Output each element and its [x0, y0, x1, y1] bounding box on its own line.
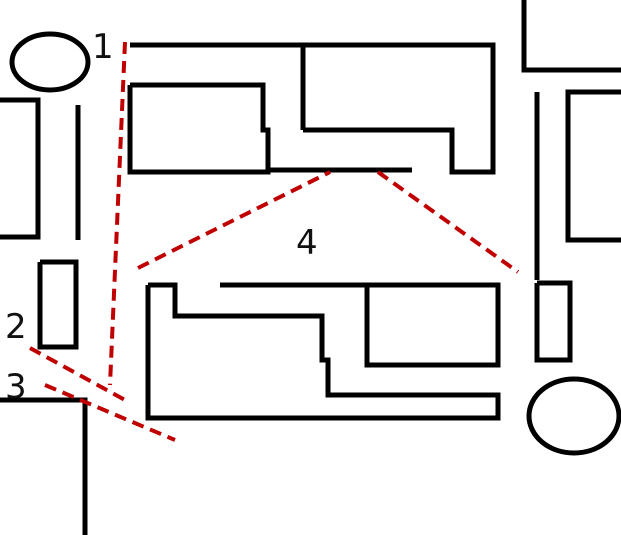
bottom-block-right: [220, 282, 501, 368]
dashed-line-1: [108, 41, 127, 386]
dashed-line-4b: [376, 170, 520, 274]
label-1: 1: [92, 27, 114, 67]
dashed-line-3: [44, 383, 176, 442]
bottom-right-ellipse: [526, 376, 621, 456]
bottom-left-rect: [0, 397, 88, 535]
label-4: 4: [296, 223, 318, 263]
left-small-rect: [37, 259, 79, 350]
label-3: 3: [5, 367, 27, 407]
right-small-rect: [534, 280, 573, 363]
top-left-ellipse: [9, 31, 91, 93]
label-2: 2: [5, 307, 27, 347]
top-block-right: [303, 42, 496, 175]
left-building-upper: [0, 97, 41, 240]
dashed-line-4a: [137, 170, 331, 270]
right-building: [565, 89, 621, 243]
top-right-rect: [521, 0, 621, 73]
top-block-left: [127, 82, 271, 175]
bottom-block-left: [145, 282, 501, 421]
